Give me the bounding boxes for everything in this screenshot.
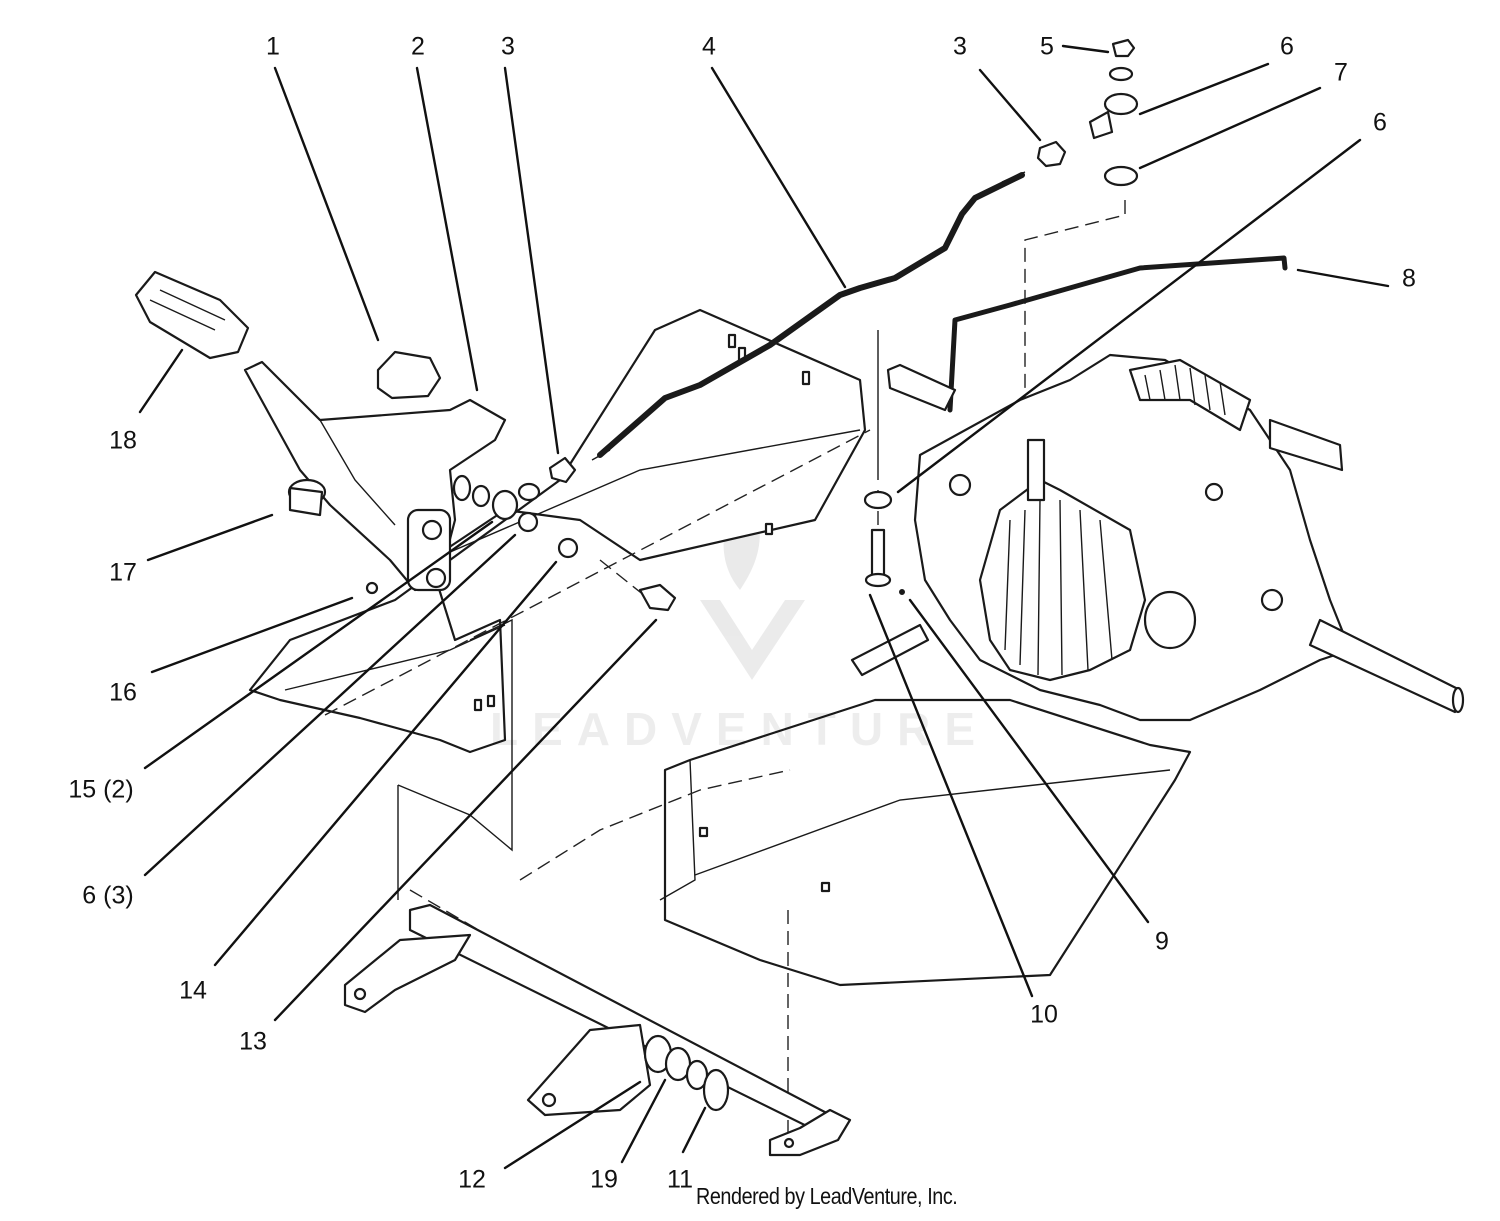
callout-14: 14 (179, 976, 207, 1005)
watermark-text: LEADVENTURE (490, 703, 990, 755)
callout-11: 11 (667, 1165, 693, 1194)
callout-9: 9 (1155, 927, 1169, 956)
callout-3: 3 (501, 32, 515, 61)
callout-6b: 6 (1373, 108, 1387, 137)
callout-18: 18 (109, 426, 137, 455)
pedal-mount-plate (248, 308, 867, 754)
callout-6: 6 (1280, 32, 1294, 61)
rod-thread (591, 171, 1026, 461)
top-hardware (1036, 38, 1139, 187)
transaxle-hardware (863, 490, 905, 595)
pedal-body (243, 360, 507, 592)
callout-12: 12 (458, 1165, 486, 1194)
callout-5: 5 (1040, 32, 1054, 61)
callout-2: 2 (411, 32, 425, 61)
pedal-pads (134, 270, 442, 400)
pivot-hardware (365, 456, 677, 612)
linkage-rod (947, 255, 1288, 413)
callout-19: 19 (590, 1165, 618, 1194)
transaxle (886, 353, 1465, 722)
callout-17: 17 (109, 558, 137, 587)
callout-3b: 3 (953, 32, 967, 61)
callout-13: 13 (239, 1027, 267, 1056)
bracket-outline (397, 618, 513, 852)
lower-floor-plate (659, 623, 1192, 987)
callout-1: 1 (266, 32, 280, 61)
shift-rod (597, 172, 1025, 458)
callout-8: 8 (1402, 264, 1416, 293)
callout-7: 7 (1334, 58, 1348, 87)
leader-lines (138, 44, 1390, 1170)
callout-16: 16 (109, 678, 137, 707)
callout-6-3: 6 (3) (82, 881, 134, 910)
callout-15: 15 (2) (68, 775, 134, 804)
callout-10: 10 (1030, 1000, 1058, 1029)
lower-shaft-assembly (343, 903, 852, 1157)
render-credit: Rendered by LeadVenture, Inc. (696, 1183, 958, 1209)
callout-4: 4 (702, 32, 716, 61)
